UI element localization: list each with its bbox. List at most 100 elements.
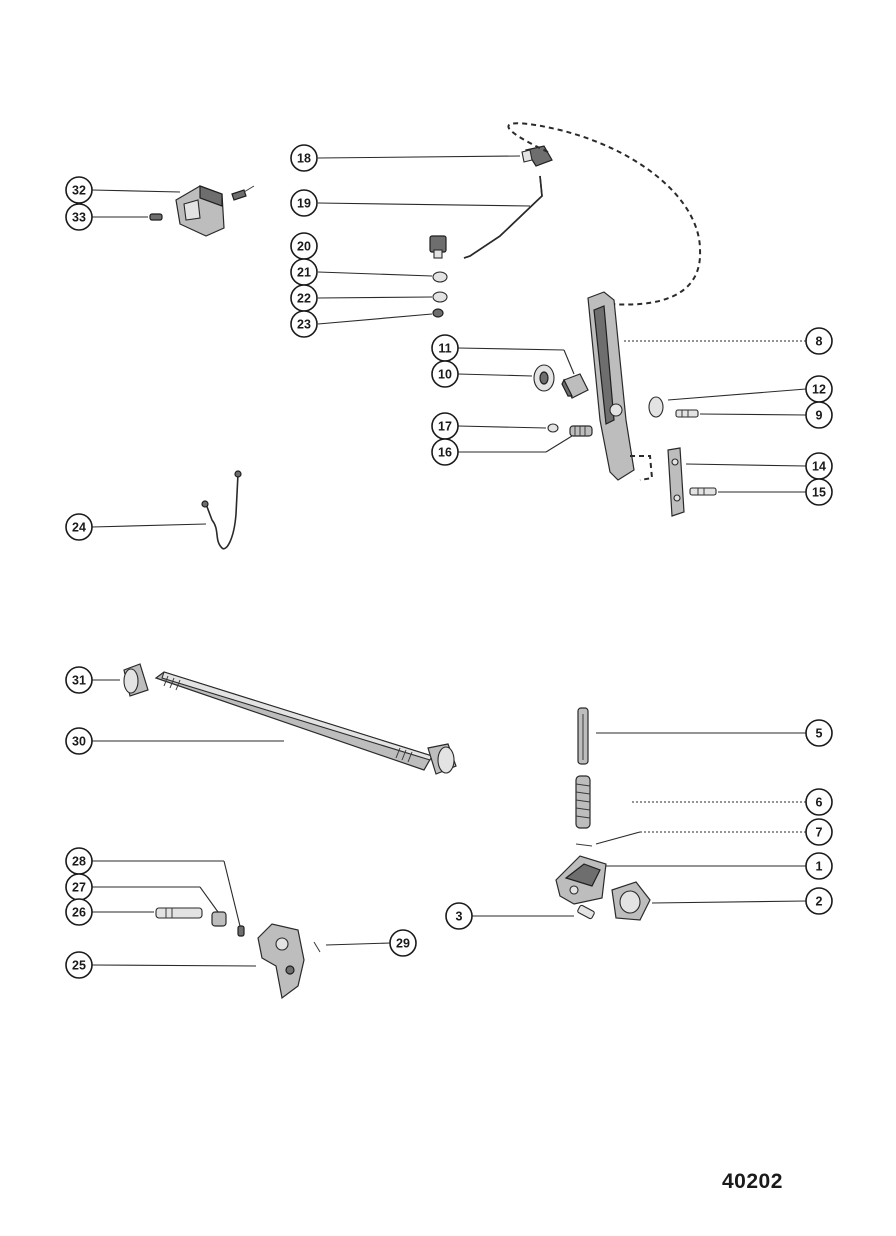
part-washer-21 <box>432 271 448 283</box>
callout-22[interactable]: 22 <box>290 284 318 312</box>
callout-16[interactable]: 16 <box>431 438 459 466</box>
callout-label: 2 <box>816 895 823 909</box>
callout-label: 32 <box>72 184 86 198</box>
callout-17[interactable]: 17 <box>431 412 459 440</box>
callout-label: 22 <box>297 292 311 306</box>
callout-label: 19 <box>297 197 311 211</box>
callout-label: 6 <box>816 796 823 810</box>
callout-label: 25 <box>72 959 86 973</box>
callout-label: 26 <box>72 906 86 920</box>
part-lever-8 <box>587 291 635 481</box>
callout-label: 30 <box>72 735 86 749</box>
callout-26[interactable]: 26 <box>65 898 93 926</box>
part-knob-2 <box>611 881 651 921</box>
part-sleeve-27 <box>211 911 227 927</box>
part-pin-29 <box>313 941 321 953</box>
callout-23[interactable]: 23 <box>290 310 318 338</box>
callout-label: 27 <box>72 881 86 895</box>
callout-2[interactable]: 2 <box>805 887 833 915</box>
callout-3[interactable]: 3 <box>445 902 473 930</box>
callout-label: 28 <box>72 855 86 869</box>
callout-label: 18 <box>297 152 311 166</box>
part-lever-25 <box>257 923 305 1000</box>
callout-label: 8 <box>816 335 823 349</box>
part-link-14 <box>667 447 685 517</box>
callout-29[interactable]: 29 <box>389 929 417 957</box>
callout-label: 29 <box>396 937 410 951</box>
callout-32[interactable]: 32 <box>65 176 93 204</box>
callout-33[interactable]: 33 <box>65 203 93 231</box>
part-clip-7 <box>575 843 593 847</box>
link-route <box>630 455 654 481</box>
callout-label: 12 <box>812 383 826 397</box>
part-washer-10-hole <box>539 371 549 385</box>
callout-label: 10 <box>438 368 452 382</box>
callout-label: 17 <box>438 420 452 434</box>
part-nut-30-end <box>427 743 457 775</box>
callout-6[interactable]: 6 <box>805 788 833 816</box>
callout-21[interactable]: 21 <box>290 258 318 286</box>
callout-18[interactable]: 18 <box>290 144 318 172</box>
callout-5[interactable]: 5 <box>805 719 833 747</box>
leader-lines <box>91 155 807 967</box>
callout-label: 1 <box>816 860 823 874</box>
part-nut-20 <box>429 235 447 259</box>
part-washer-12 <box>648 396 664 418</box>
callout-31[interactable]: 31 <box>65 666 93 694</box>
callout-9[interactable]: 9 <box>805 401 833 429</box>
callout-19[interactable]: 19 <box>290 189 318 217</box>
callout-label: 24 <box>72 521 86 535</box>
callout-1[interactable]: 1 <box>805 852 833 880</box>
callout-14[interactable]: 14 <box>805 452 833 480</box>
callout-11[interactable]: 11 <box>431 334 459 362</box>
callout-label: 5 <box>816 727 823 741</box>
part-bracket-32 <box>175 185 225 237</box>
part-pin-28 <box>237 925 245 937</box>
callout-28[interactable]: 28 <box>65 847 93 875</box>
callout-label: 16 <box>438 446 452 460</box>
part-spring-16 <box>569 425 593 437</box>
callout-20[interactable]: 20 <box>290 232 318 260</box>
callout-label: 11 <box>438 342 451 356</box>
part-bushing-11 <box>561 373 589 399</box>
callout-8[interactable]: 8 <box>805 327 833 355</box>
callout-label: 33 <box>72 211 86 225</box>
cable-route <box>507 122 702 306</box>
callout-27[interactable]: 27 <box>65 873 93 901</box>
part-spring-6 <box>575 775 591 829</box>
callout-24[interactable]: 24 <box>65 513 93 541</box>
part-nut-23 <box>432 308 444 318</box>
figure-id-number: 40202 <box>722 1170 783 1193</box>
part-screw-33 <box>149 213 163 221</box>
callout-label: 15 <box>812 486 826 500</box>
part-connector-18 <box>521 145 553 167</box>
part-pin-5 <box>577 707 589 765</box>
part-bolt-15 <box>689 487 717 496</box>
callout-30[interactable]: 30 <box>65 727 93 755</box>
callout-7[interactable]: 7 <box>805 818 833 846</box>
part-nut-31 <box>123 663 149 697</box>
part-housing-1 <box>555 855 607 905</box>
callout-12[interactable]: 12 <box>805 375 833 403</box>
part-bolt-9 <box>675 409 699 418</box>
callout-label: 7 <box>816 826 823 840</box>
callout-label: 23 <box>297 318 311 332</box>
callout-10[interactable]: 10 <box>431 360 459 388</box>
part-bolt-26 <box>155 907 203 919</box>
part-washer-22 <box>432 291 448 303</box>
callout-label: 31 <box>72 674 86 688</box>
part-tube-30 <box>154 671 433 771</box>
callout-label: 14 <box>812 460 826 474</box>
callout-label: 20 <box>297 240 311 254</box>
callout-label: 3 <box>456 910 463 924</box>
part-nut-17 <box>547 423 559 433</box>
callout-label: 21 <box>297 266 311 280</box>
callout-25[interactable]: 25 <box>65 951 93 979</box>
callout-label: 9 <box>816 409 823 423</box>
part-wire-24 <box>201 470 242 550</box>
part-rod-19 <box>463 175 543 259</box>
part-screw-3 <box>577 904 595 920</box>
callout-15[interactable]: 15 <box>805 478 833 506</box>
part-screw-top-32 <box>231 185 255 201</box>
